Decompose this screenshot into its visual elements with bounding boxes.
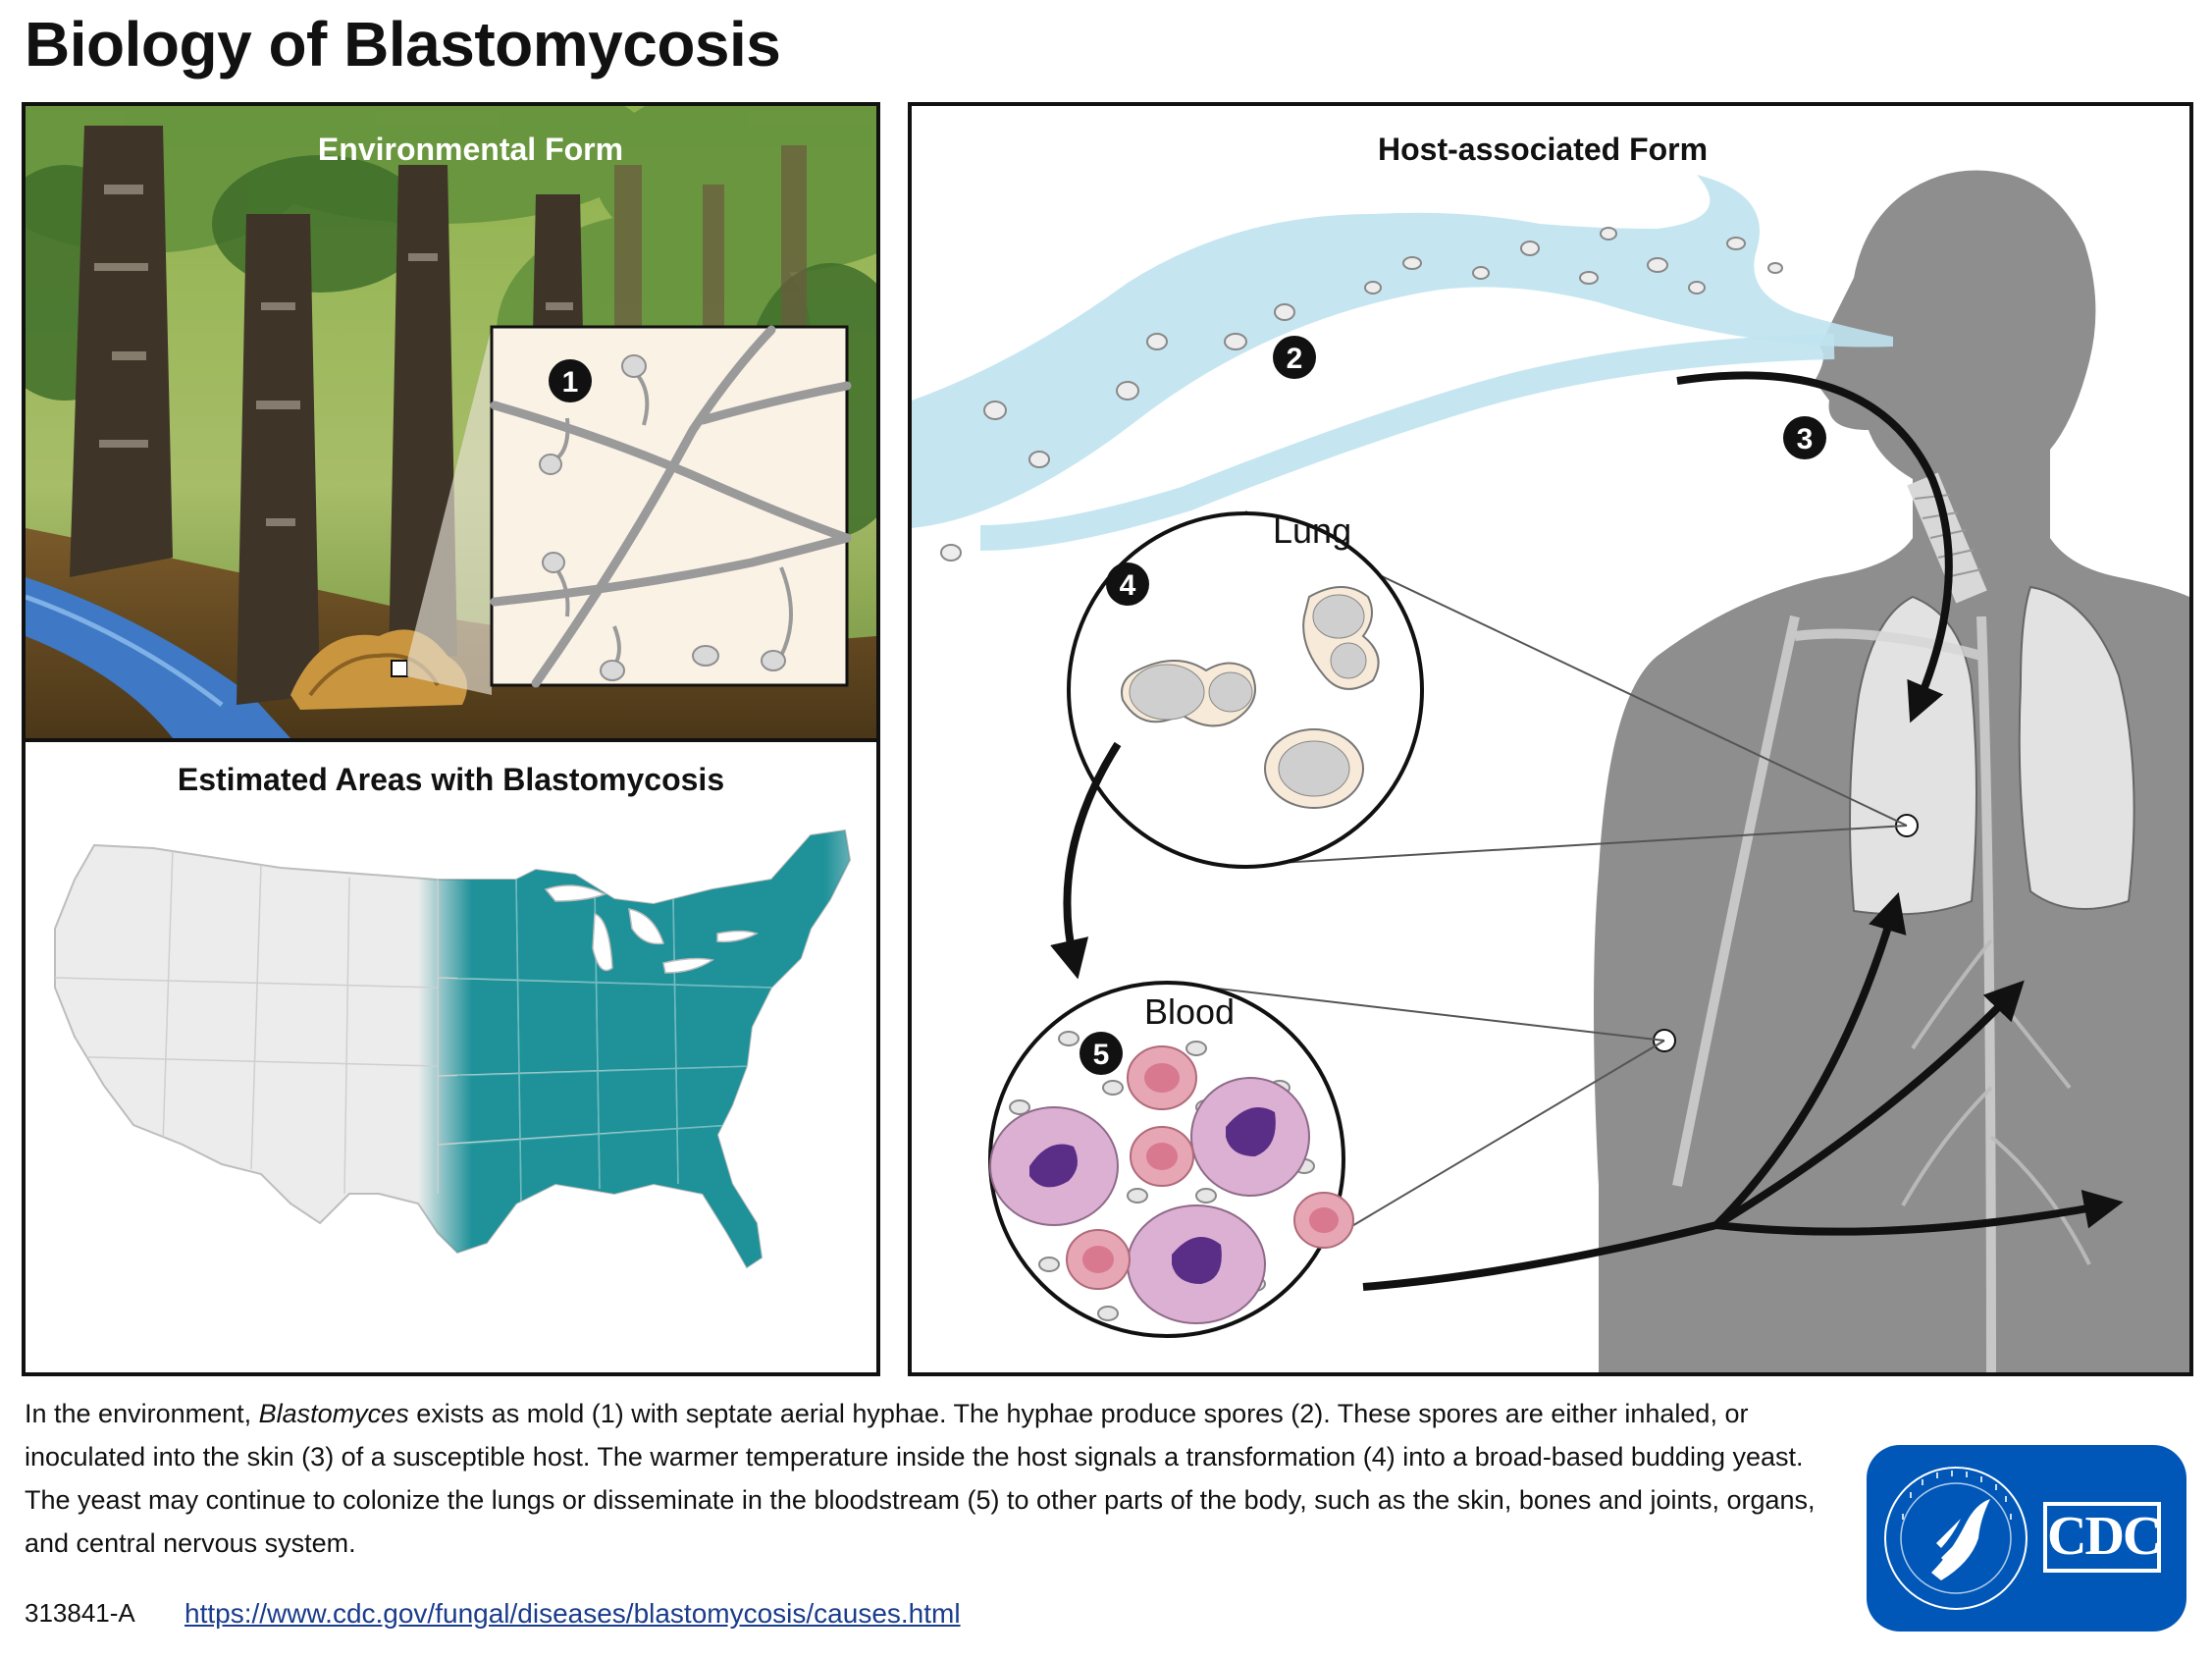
map-panel: Estimated Areas with Blastomycosis [22, 738, 880, 1376]
step-3-badge [1783, 416, 1826, 459]
environmental-form-label: Environmental Form [317, 132, 624, 167]
inhalation-arrow [1676, 371, 1953, 723]
cdc-wordmark: CDC [2043, 1502, 2162, 1573]
step-4-badge [1106, 562, 1149, 606]
step-2-number: 2 [1287, 343, 1303, 375]
lung-label: Lung [1273, 510, 1352, 551]
us-map [54, 830, 851, 1268]
step-2-badge [1273, 336, 1316, 379]
hhs-eagle-icon [1884, 1467, 2028, 1610]
step-5-badge [1080, 1032, 1123, 1075]
step-1-badge [549, 359, 592, 402]
host-associated-form-panel: 2 3 4 [908, 102, 2193, 1376]
source-link[interactable]: https://www.cdc.gov/fungal/diseases/blas… [184, 1598, 961, 1629]
dissemination-arrows [1362, 891, 2124, 1291]
environmental-form-panel: 1 Environmental Form [22, 102, 880, 742]
step-3-number: 3 [1797, 423, 1814, 455]
description-organism: Blastomyces [258, 1399, 409, 1428]
host-associated-form-label: Host-associated Form [1378, 132, 1709, 167]
forest-illustration: 1 [26, 106, 876, 738]
description-part-2: exists as mold (1) with septate aerial h… [25, 1399, 1816, 1558]
step-5-number: 5 [1093, 1039, 1110, 1071]
description-text: In the environment, Blastomyces exists a… [25, 1392, 1820, 1565]
blood-cells-group [989, 1031, 1354, 1324]
step-1-number: 1 [562, 366, 579, 399]
page-title: Biology of Blastomycosis [25, 9, 781, 80]
map-label: Estimated Areas with Blastomycosis [177, 762, 725, 797]
document-code: 313841-A [25, 1598, 135, 1628]
blood-label: Blood [1144, 991, 1236, 1032]
cdc-logo: CDC [1867, 1445, 2186, 1632]
description-part-1: In the environment, [25, 1399, 259, 1428]
step-4-number: 4 [1120, 569, 1136, 602]
host-illustration: 2 3 4 [912, 170, 2189, 1372]
budding-yeast-group [1121, 586, 1380, 809]
